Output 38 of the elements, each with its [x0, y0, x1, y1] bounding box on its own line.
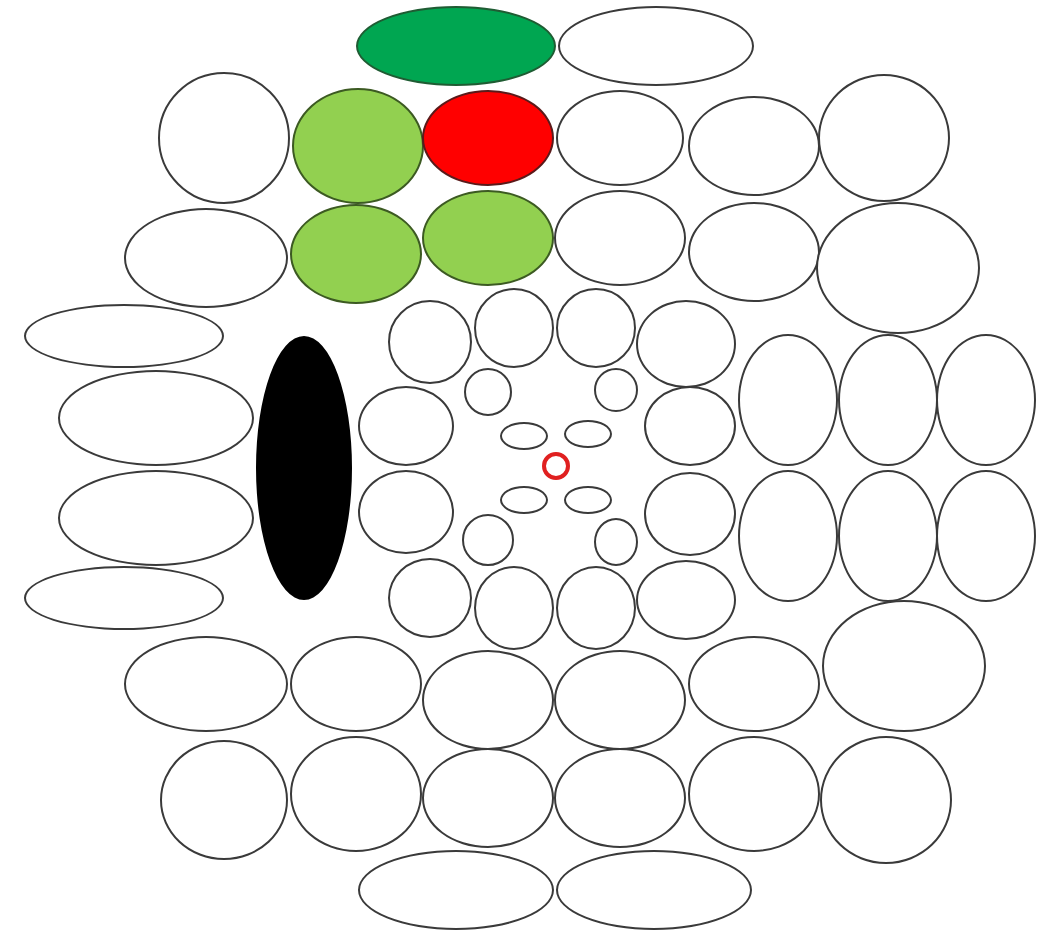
oval-shape [838, 334, 938, 466]
oval-shape [688, 96, 820, 196]
oval-shape [388, 558, 472, 638]
oval-shape [564, 486, 612, 514]
oval-shape [474, 566, 554, 650]
oval-shape [388, 300, 472, 384]
oval-shape [936, 470, 1036, 602]
oval-shape [290, 636, 422, 732]
oval-shape [554, 650, 686, 750]
oval-shape [358, 470, 454, 554]
oval-shape [422, 90, 554, 186]
oval-shape [636, 560, 736, 640]
oval-shape [636, 300, 736, 388]
oval-shape [644, 386, 736, 466]
oval-shape [594, 368, 638, 412]
oval-shape [594, 518, 638, 566]
oval-shape [500, 486, 548, 514]
circle-shape [542, 452, 570, 480]
oval-shape [564, 420, 612, 448]
oval-shape [358, 386, 454, 466]
oval-shape [58, 470, 254, 566]
oval-shape [422, 650, 554, 750]
oval-shape [422, 190, 554, 286]
oval-shape [556, 566, 636, 650]
oval-shape [838, 470, 938, 602]
oval-shape [462, 514, 514, 566]
oval-shape [688, 636, 820, 732]
oval-shape [688, 202, 820, 302]
oval-shape [500, 422, 548, 450]
oval-shape [644, 472, 736, 556]
oval-shape [422, 748, 554, 848]
oval-shape [556, 288, 636, 368]
oval-shape [290, 204, 422, 304]
oval-shape [464, 368, 512, 416]
oval-shape [58, 370, 254, 466]
oval-shape [474, 288, 554, 368]
oval-shape [292, 88, 424, 204]
oval-shape [554, 190, 686, 286]
